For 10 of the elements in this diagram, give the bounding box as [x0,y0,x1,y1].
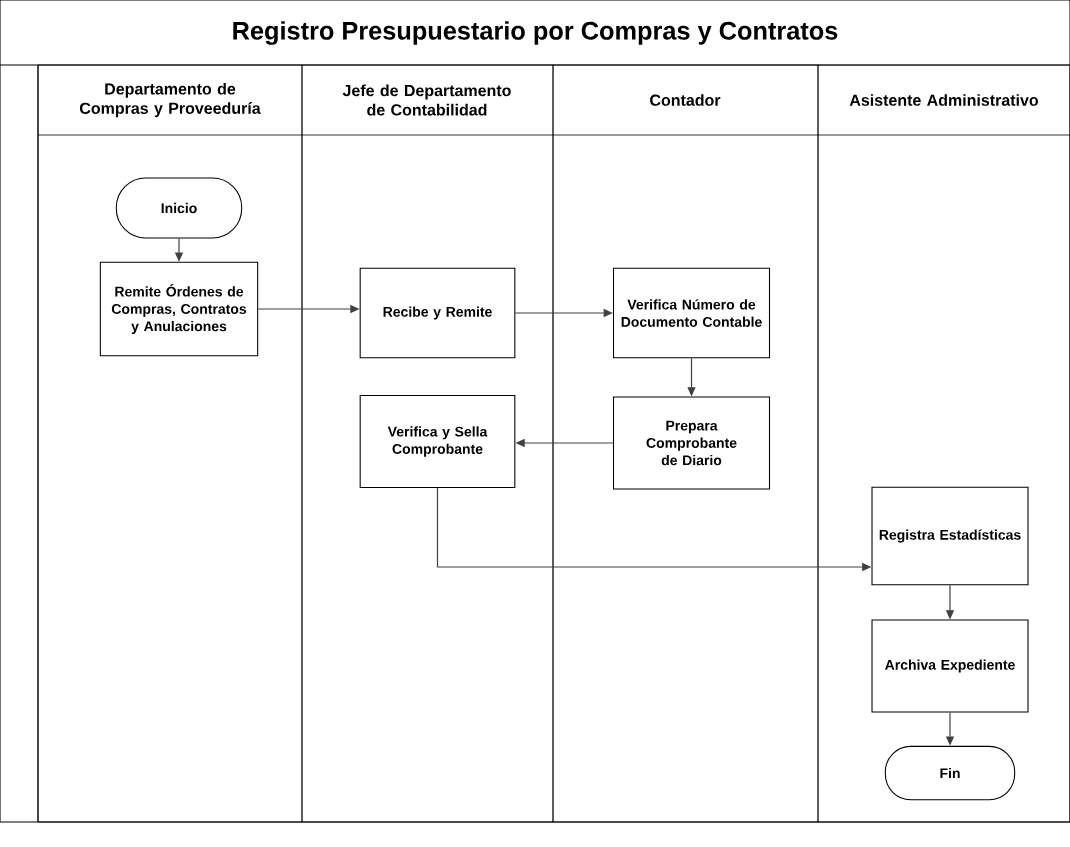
process-box: Verifica y Sella Comprobante [359,394,516,489]
diagram-title: Registro Presupuestario por Compras y Contratos [233,21,838,45]
process-box: Recibe y Remite [359,267,516,359]
terminator: Inicio [115,177,243,239]
process-box: Prepara Comprobante de Diario [612,396,771,490]
process-box: Verifica Número de Documento Contable [612,267,771,359]
process-box: Archiva Expediente [871,619,1029,713]
process-box: Remite Órdenes de Compras, Contratos y Anulaciones [99,261,259,357]
terminator: Fin [884,745,1016,801]
process-box: Registra Estadísticas [871,486,1029,586]
